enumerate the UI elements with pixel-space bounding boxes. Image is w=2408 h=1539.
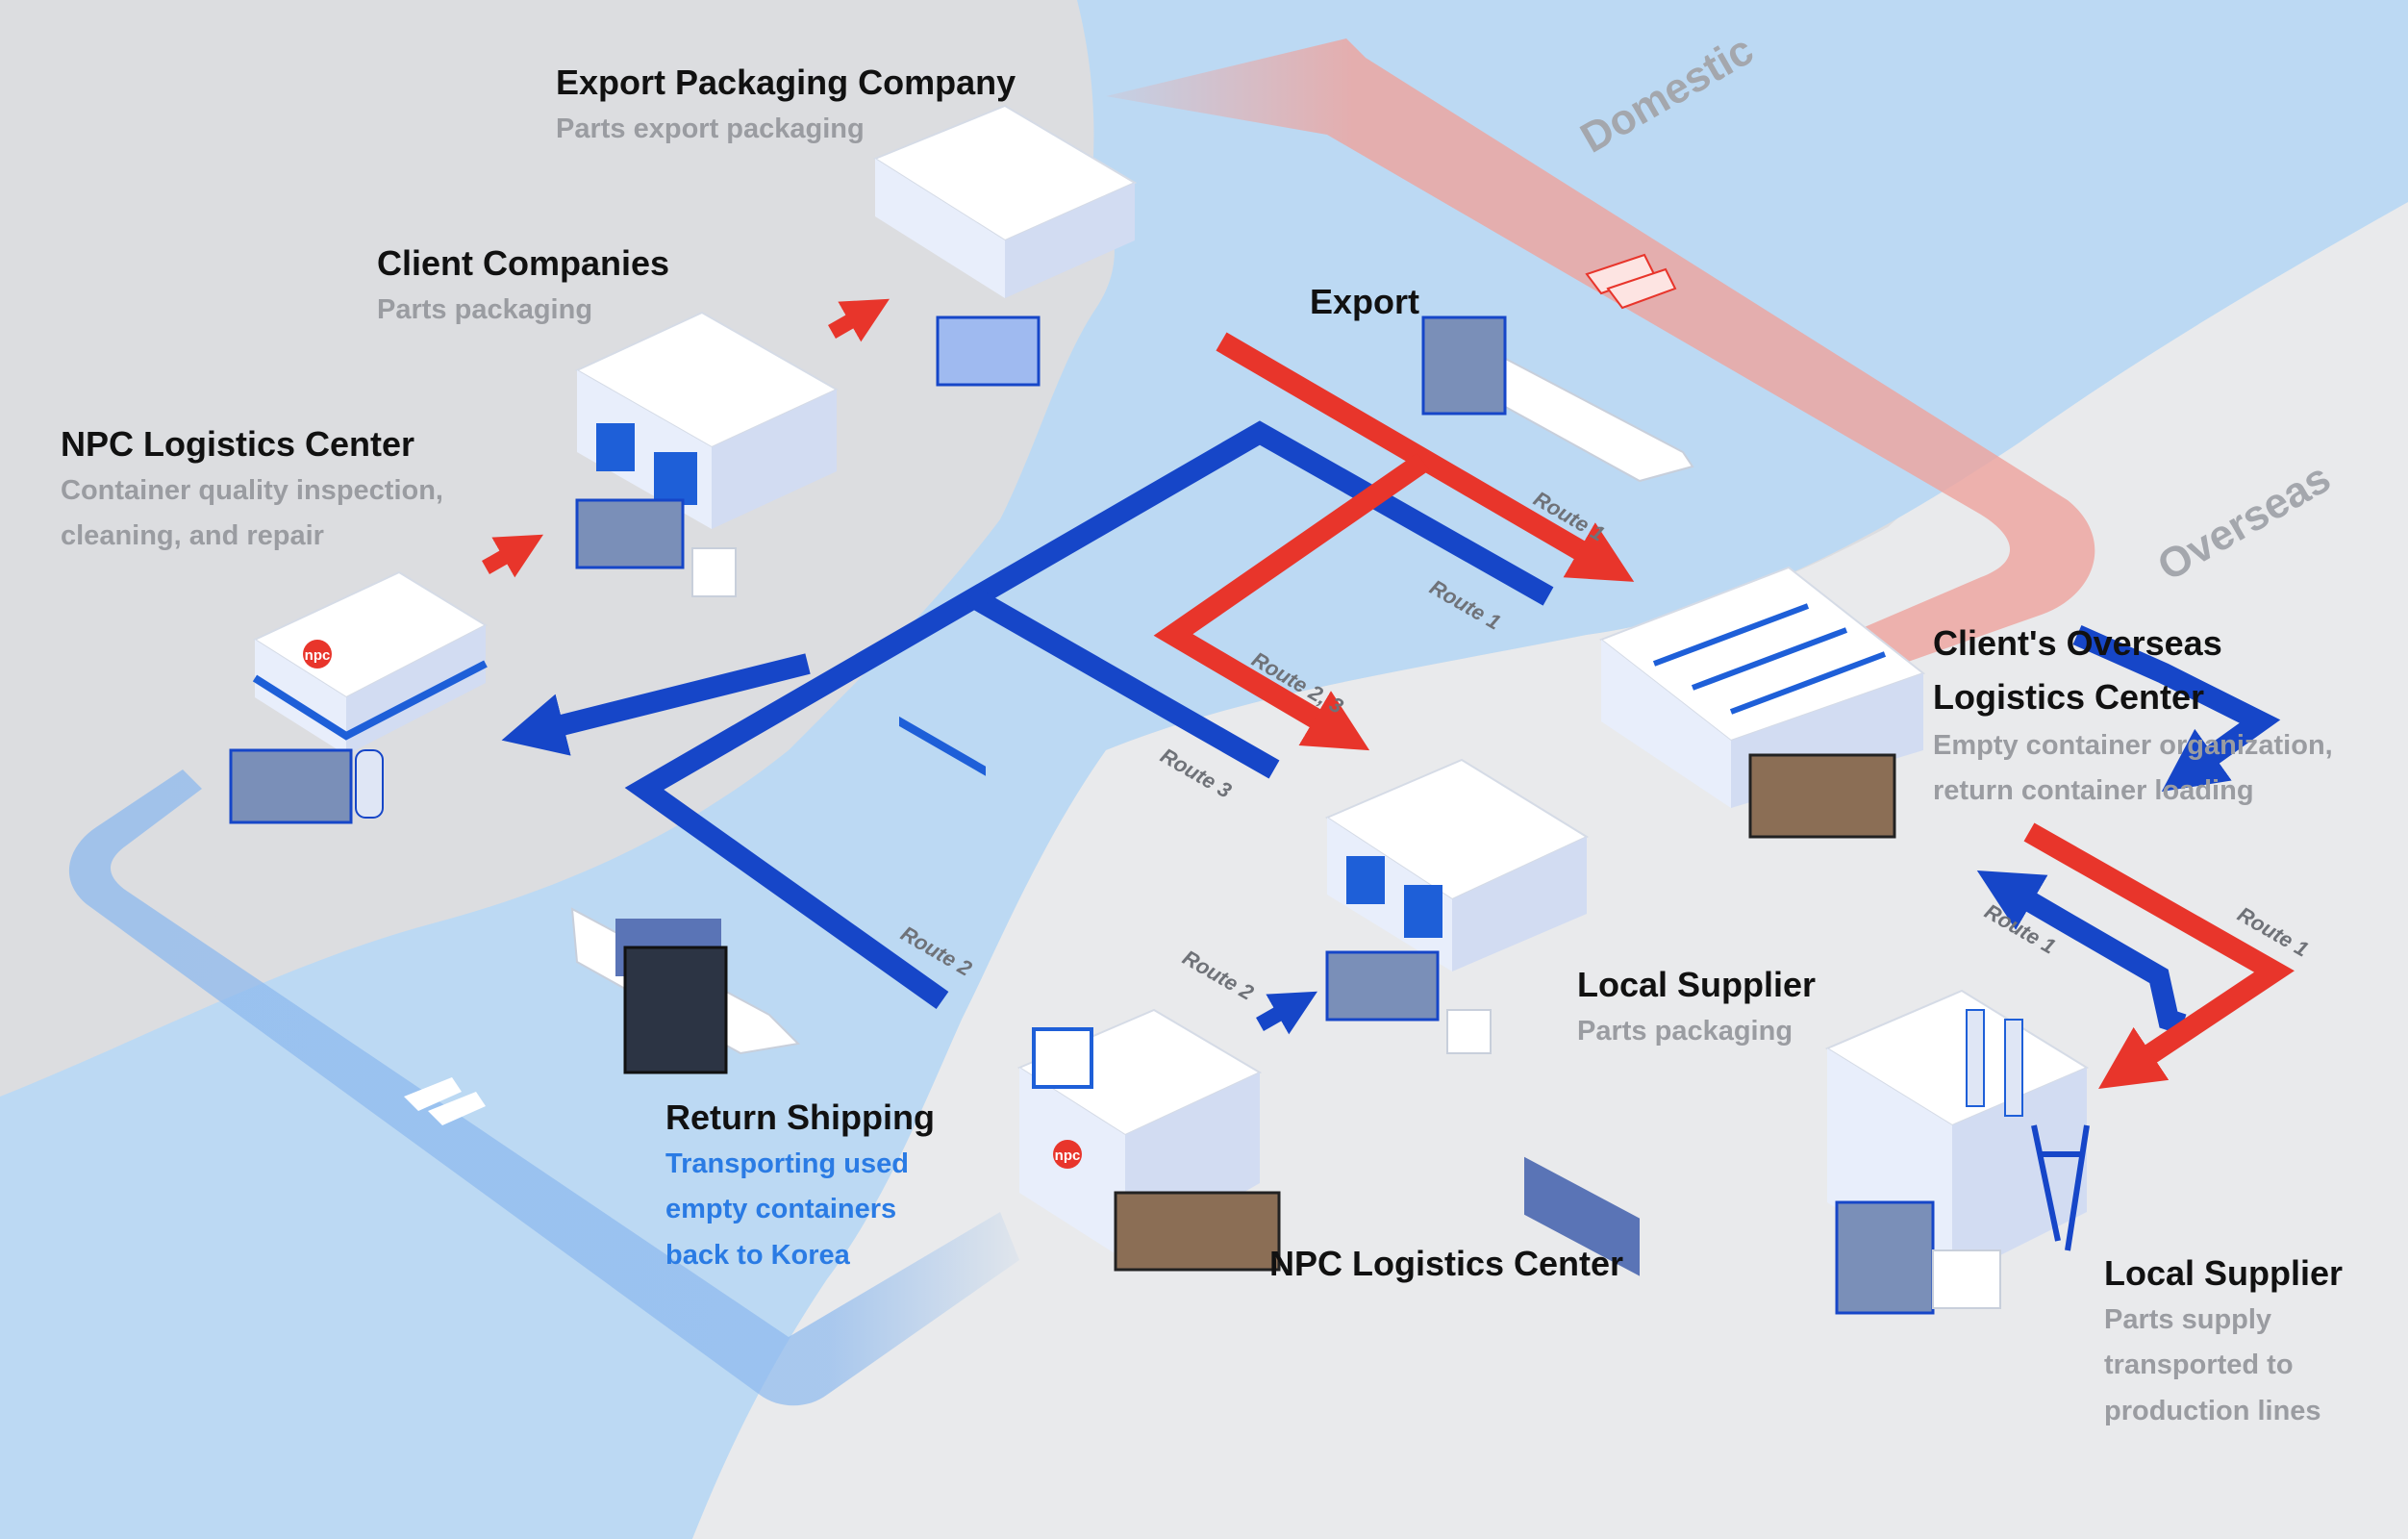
route-blue-branch (966, 587, 1280, 779)
local-supplier-2-desc-3: production lines (2104, 1396, 2321, 1427)
local-supplier-factory (1824, 989, 2090, 1315)
route-red-export (1216, 332, 1635, 582)
local-supplier-building (1324, 758, 1590, 1054)
node-local-supplier-1: Local Supplier Parts packaging (1577, 962, 1816, 1054)
client-companies-building (574, 311, 840, 597)
npc-korea-title: NPC Logistics Center (61, 424, 415, 464)
route-blue-to-npc (501, 653, 811, 756)
local-supplier-1-title: Local Supplier (1577, 965, 1817, 1004)
local-supplier-1-desc: Parts packaging (1577, 1015, 1793, 1047)
client-overseas-desc-1: Empty container organization, (1933, 729, 2333, 761)
client-overseas-title-2: Logistics Center (1933, 676, 2205, 717)
node-local-supplier-2: Local Supplier Parts supply transported … (2104, 1250, 2343, 1435)
node-return-shipping: Return Shipping Transporting used empty … (665, 1095, 935, 1279)
npc-logo-overseas: npc (1055, 1148, 1081, 1164)
return-shipping-desc-2: empty containers (665, 1194, 897, 1225)
route-red-right (2023, 822, 2295, 1089)
return-chevron-icon (404, 1077, 486, 1125)
route-red-small-2 (828, 298, 890, 342)
client-companies-desc: Parts packaging (377, 293, 593, 325)
node-npc-korea: NPC Logistics Center Container quality i… (61, 421, 443, 560)
red-route-network (1153, 332, 2295, 1089)
local-supplier-2-desc-1: Parts supply (2104, 1303, 2272, 1335)
route-blue-main (624, 420, 1554, 1009)
domestic-land-upper (0, 0, 1094, 981)
return-ship (570, 907, 801, 1074)
return-shipping-title: Return Shipping (665, 1097, 935, 1137)
export-packaging-desc: Parts export packaging (556, 113, 865, 144)
node-export: Export (1310, 279, 1419, 326)
route-blue-right-arrow (1976, 870, 2187, 1035)
npc-overseas-building: npc (1016, 1008, 1281, 1272)
client-overseas-building (1598, 566, 1926, 839)
domestic-band (1106, 38, 2095, 673)
domestic-chevron-icon (1585, 253, 1677, 310)
node-client-overseas: Client's Overseas Logistics Center Empty… (1933, 616, 2333, 815)
client-overseas-desc-2: return container loading (1933, 775, 2254, 807)
npc-logo-korea: npc (305, 647, 331, 664)
export-title: Export (1310, 282, 1420, 321)
route-red-branch (1153, 452, 1430, 751)
client-companies-title: Client Companies (377, 243, 670, 283)
npc-korea-desc-2: cleaning, and repair (61, 520, 324, 552)
route-blue-right (2072, 624, 2281, 793)
export-packaging-title: Export Packaging Company (556, 63, 1016, 102)
client-overseas-title-1: Client's Overseas (1933, 623, 2222, 663)
route-red-small-1 (482, 534, 544, 578)
export-ship (1421, 315, 1694, 1276)
npc-korea-desc-1: Container quality inspection, (61, 474, 443, 506)
return-shipping-desc-1: Transporting used (665, 1148, 909, 1179)
node-client-companies: Client Companies Parts packaging (377, 240, 669, 333)
local-supplier-2-title: Local Supplier (2104, 1253, 2344, 1293)
route-blue-local-arrow (1256, 991, 1318, 1035)
npc-overseas-title: NPC Logistics Center (1269, 1244, 1624, 1283)
return-shipping-desc-3: back to Korea (665, 1240, 850, 1272)
node-export-packaging: Export Packaging Company Parts export pa… (556, 60, 1016, 152)
blue-route-network (501, 420, 2281, 1009)
local-supplier-2-desc-2: transported to (2104, 1350, 2294, 1381)
export-packaging-building (872, 104, 1138, 776)
npc-korea-building: npc (229, 570, 489, 824)
node-npc-overseas: NPC Logistics Center (1269, 1241, 1623, 1288)
